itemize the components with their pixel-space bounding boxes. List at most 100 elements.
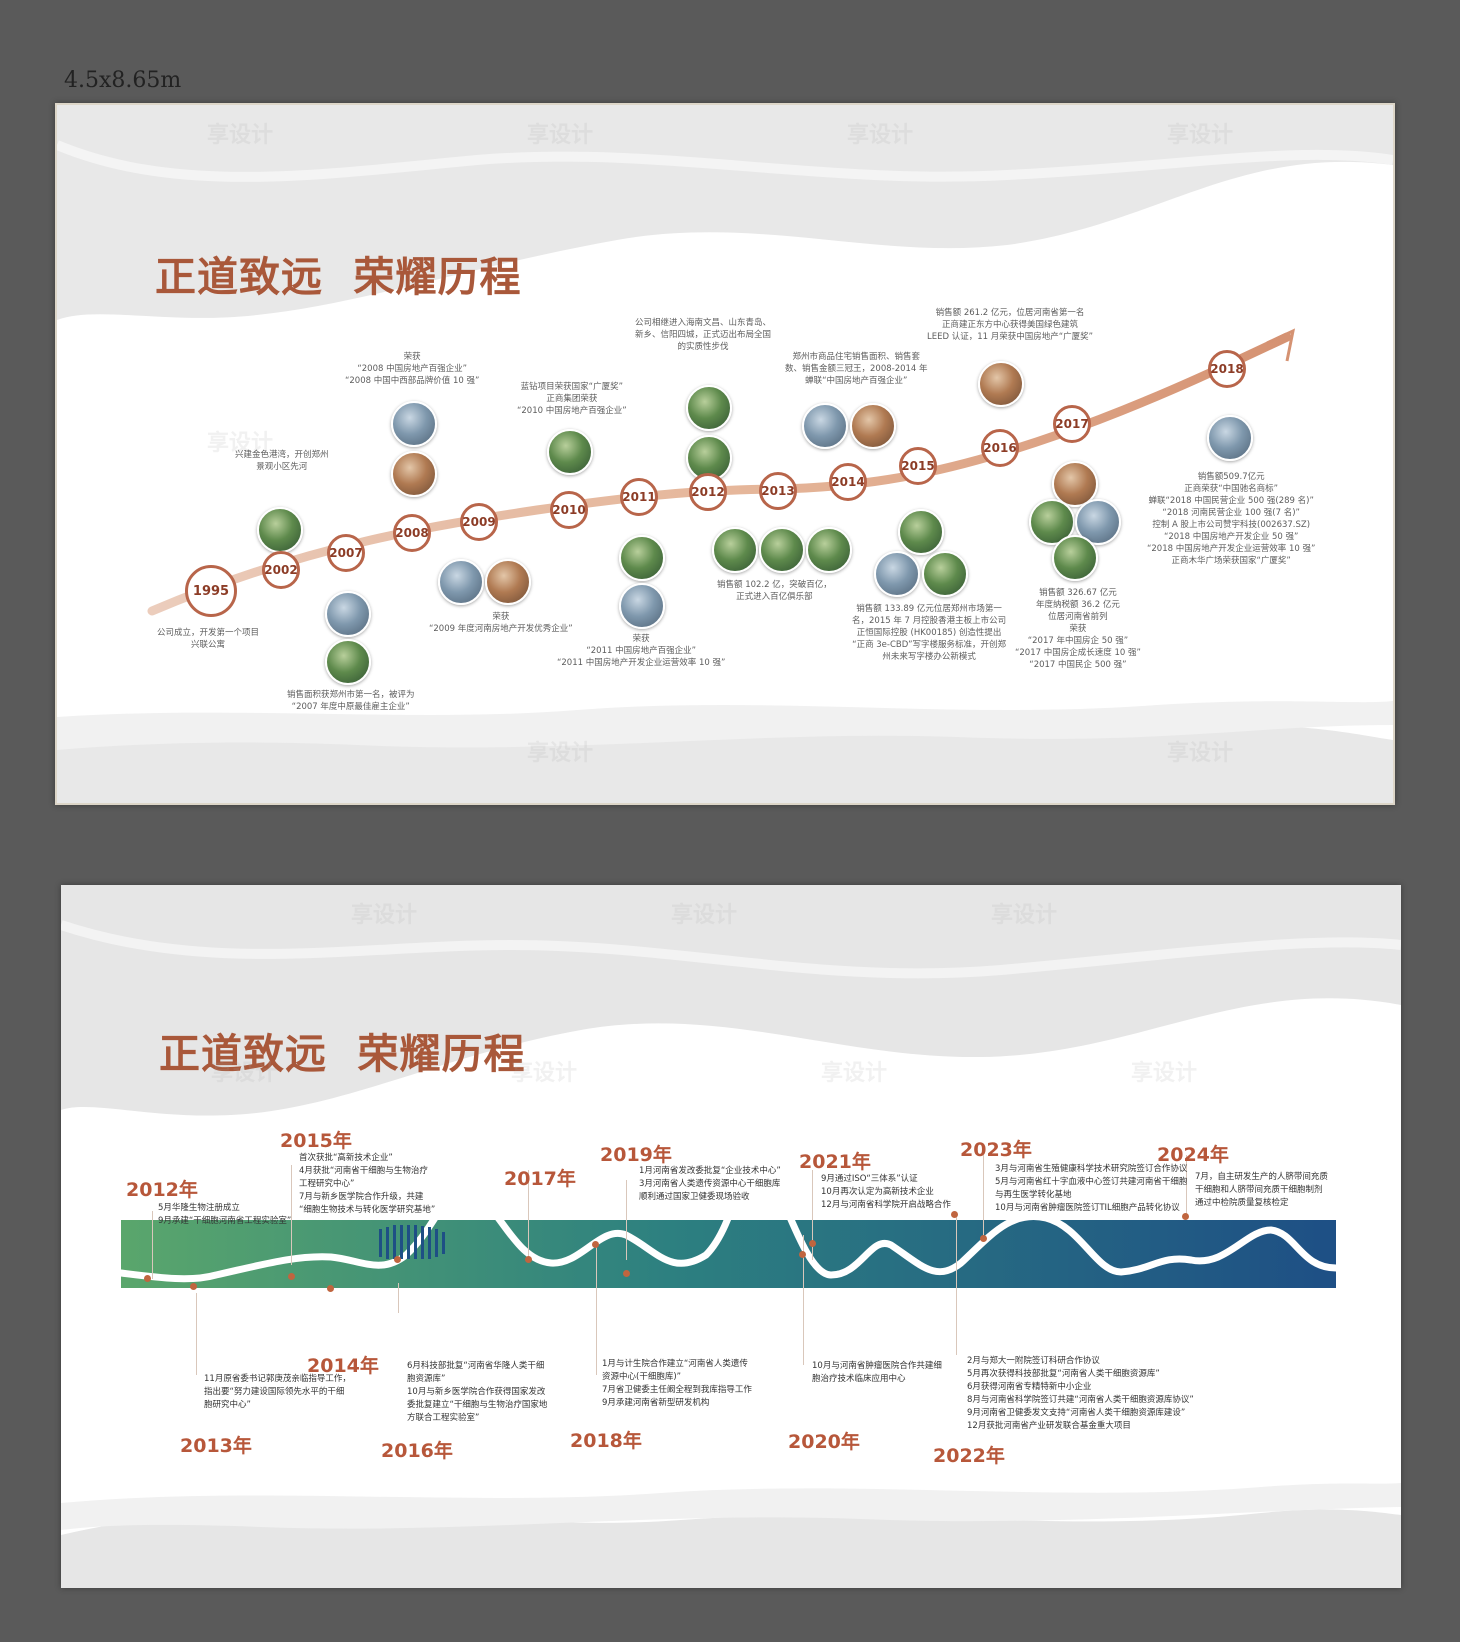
page-title: 正道致远 荣耀历程 [159,1030,526,1078]
year-circle-2018: 2018 [1208,350,1246,388]
milestone-dot [592,1241,599,1248]
milestone-dot [809,1240,816,1247]
connector-line [1186,1155,1187,1215]
year-circle-2014: 2014 [829,463,867,501]
project-photo [619,583,665,629]
year-circle-2007: 2007 [327,534,365,572]
year-label-2019: 2019年 [600,1144,672,1166]
milestone-dot [190,1283,197,1290]
year-label-2015: 2015年 [280,1130,352,1152]
milestone-text-2024: 7月，自主研发生产的人脐带间充质 干细胞和人脐带间充质干细胞制剂 通过中检院质量… [1195,1172,1328,1208]
project-photo [850,403,896,449]
connector-line [956,1215,957,1355]
year-label-2024: 2024年 [1157,1144,1229,1166]
page-title: 正道致远 荣耀历程 [155,253,522,301]
connector-line [528,1170,529,1260]
milestone-text-2013: 11月原省委书记郭庚茂亲临指导工作， 指出要“努力建设国际领先水平的干细 胞研究… [204,1374,351,1410]
milestone-dot [327,1285,334,1292]
milestone-text-2010: 蓝钻项目荣获国家“广厦奖” 正商集团荣获 “2010 中国房地产百强企业” [517,382,627,416]
connector-line [803,1235,804,1365]
milestone-text-2015: 首次获批“高新技术企业” 4月获批“河南省干细胞与生物治疗 工程研究中心” 7月… [299,1153,436,1215]
connector-line [291,1165,292,1265]
milestone-text-2018: 1月与计生院合作建立“河南省人类遗传 资源中心(干细胞库)” 7月省卫健委主任阚… [602,1359,752,1408]
project-photo [922,551,968,597]
milestone-text-2002: 兴建金色港湾，开创郑州 景观小区先河 [235,450,329,472]
project-photo [759,527,805,573]
milestone-text-1995: 公司成立，开发第一个项目 兴联公寓 [157,628,260,650]
year-label-2021: 2021年 [799,1151,871,1173]
project-photo [547,429,593,475]
milestone-text-2022: 2月与郑大一附院签订科研合作协议 5月再次获得科技部批复“河南省人类干细胞资源库… [967,1356,1194,1431]
milestone-text-2012: 5月华隆生物注册成立 9月承建“干细胞河南省工程实验室” [158,1203,292,1226]
connector-line [626,1180,627,1260]
milestone-text-2011: 荣获 “2011 中国房地产百强企业” “2011 中国房地产开发企业运营效率 … [557,634,726,668]
year-label-2014: 2014年 [307,1355,379,1377]
project-photo [391,401,437,447]
year-label-2022: 2022年 [933,1445,1005,1467]
milestone-text-2013: 销售额 102.2 亿，突破百亿， 正式进入百亿俱乐部 [717,580,832,602]
milestone-text-2009: 荣获 “2009 年度河南房地产开发优秀企业” [429,612,573,634]
connector-line [983,1155,984,1235]
project-photo [1052,535,1098,581]
milestone-dot [623,1270,630,1277]
timeline-panel-1: 正道致远 荣耀历程 享设计 享设计 享设计 享设计 享设计 享设计 享设计 19… [55,103,1395,805]
milestone-dot [1182,1213,1189,1220]
project-photo [874,551,920,597]
year-circle-2010: 2010 [550,491,588,529]
connector-line [812,1170,813,1260]
milestone-dot [980,1235,987,1242]
project-photo [257,507,303,553]
milestone-dot [951,1211,958,1218]
panel-1-background [57,105,1393,803]
year-circle-2012: 2012 [689,473,727,511]
year-label-2012: 2012年 [126,1179,198,1201]
year-circle-2015: 2015 [899,447,937,485]
year-label-2017: 2017年 [504,1168,576,1190]
milestone-dot [144,1275,151,1282]
year-circle-2009: 2009 [460,503,498,541]
year-label-2018: 2018年 [570,1430,642,1452]
project-photo [978,361,1024,407]
milestone-text-2008: 荣获 “2008 中国房地产百强企业” “2008 中国中西部品牌价值 10 强… [345,352,480,386]
milestone-dot [394,1256,401,1263]
project-photo [391,451,437,497]
connector-line [196,1293,197,1375]
milestone-text-2018: 销售额509.7亿元 正商荣获“中国驰名商标” 蝉联“2018 中国民营企业 5… [1147,472,1316,566]
connector-line [152,1211,153,1279]
project-photo [485,559,531,605]
project-photo [712,527,758,573]
timeline-panel-2: 正道致远 荣耀历程 享设计 享设计 享设计 享设计 享设计 享设计 享设计 20… [61,885,1401,1588]
milestone-text-2014: 郑州市商品住宅销售面积、销售套 数、销售金额三冠王，2008-2014 年 蝉联… [785,352,928,386]
project-photo [686,385,732,431]
milestone-text-2021: 9月通过ISO“三体系”认证 10月再次认定为高新技术企业 12月与河南省科学院… [821,1174,951,1210]
milestone-text-2019: 1月河南省发改委批复“企业技术中心” 3月河南省人类遗传资源中心干细胞库 顺利通… [639,1166,781,1202]
year-circle-2011: 2011 [620,478,658,516]
year-circle-2016: 2016 [981,429,1019,467]
project-photo [806,527,852,573]
milestone-text-2015: 销售额 133.89 亿元位居郑州市场第一 名，2015 年 7 月控股香港主板… [852,604,1007,662]
milestone-text-2017: 销售额 326.67 亿元 年度纳税额 36.2 亿元 位居河南省前列 荣获 “… [1015,588,1141,670]
project-photo [1207,415,1253,461]
project-photo [898,509,944,555]
milestone-text-2007: 销售面积获郑州市第一名，被评为 “2007 年度中原最佳雇主企业” [287,690,415,712]
project-photo [802,403,848,449]
project-photo [438,559,484,605]
year-label-2013: 2013年 [180,1435,252,1457]
year-circle-2017: 2017 [1053,405,1091,443]
year-label-2020: 2020年 [788,1431,860,1453]
year-circle-2013: 2013 [759,472,797,510]
project-photo [325,639,371,685]
milestone-dot [799,1251,806,1258]
year-circle-1995: 1995 [185,565,237,617]
milestone-text-2023: 3月与河南省生殖健康科学技术研究院签订合作协议 5月与河南省红十字血液中心签订共… [995,1164,1188,1213]
connector-line [596,1245,597,1375]
milestone-text-2016: 销售额 261.2 亿元，位居河南省第一名 正商建正东方中心获得美国绿色建筑 L… [927,308,1094,342]
panel-2-background [61,885,1401,1588]
connector-line [398,1283,399,1313]
dimension-label: 4.5x8.65m [64,68,182,93]
project-photo [619,535,665,581]
project-photo [325,591,371,637]
milestone-dot [288,1273,295,1280]
year-circle-2002: 2002 [262,551,300,589]
milestone-text-2012: 公司相继进入海南文昌、山东青岛、 新乡、信阳四城，正式迈出布局全国 的实质性步伐 [635,318,772,352]
